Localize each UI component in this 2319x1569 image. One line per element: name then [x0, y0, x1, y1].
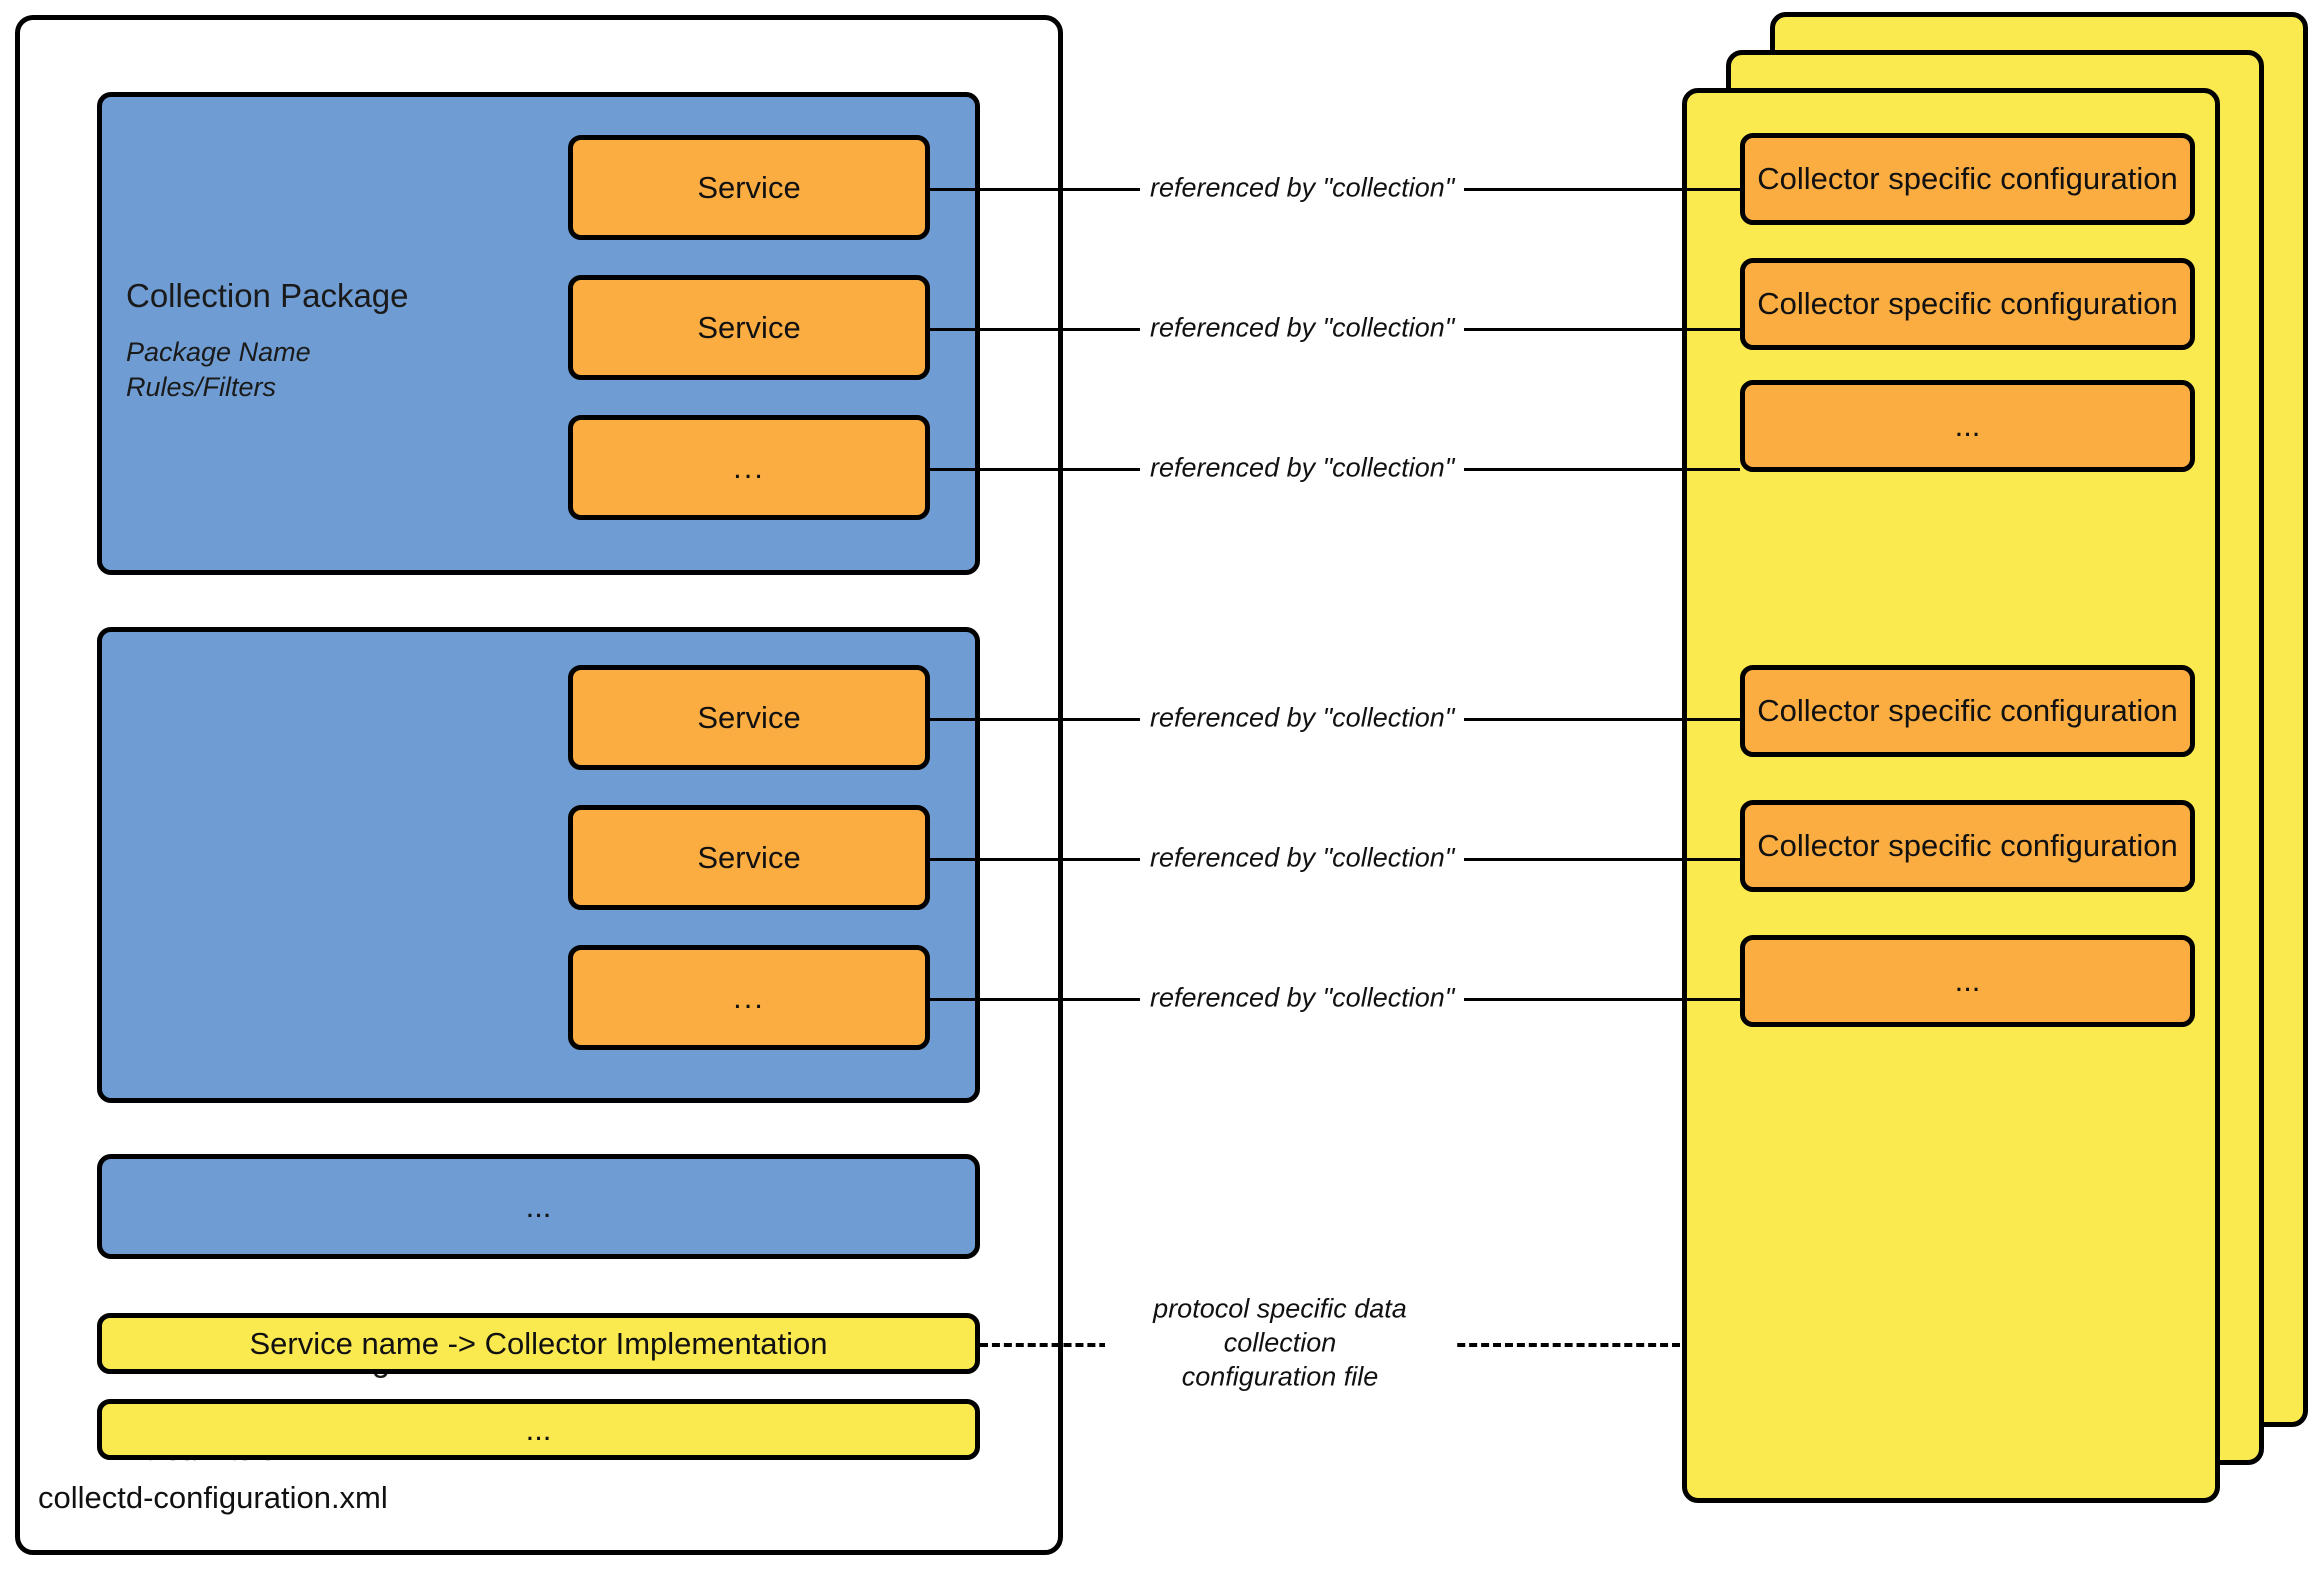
- collection-package-1-subtitle-package-name: Package Name: [126, 337, 311, 367]
- connector-label-2: referenced by "collection": [1140, 312, 1465, 344]
- service-box-1-3-ellipsis[interactable]: ...: [568, 415, 930, 520]
- connector-label-1: referenced by "collection": [1140, 172, 1465, 204]
- service-box-1-1[interactable]: Service: [568, 135, 930, 240]
- collector-config-box-6-ellipsis[interactable]: ...: [1740, 935, 2195, 1027]
- service-box-2-2[interactable]: Service: [568, 805, 930, 910]
- collection-package-ellipsis[interactable]: ...: [97, 1154, 980, 1259]
- collector-config-box-2[interactable]: Collector specific configuration: [1740, 258, 2195, 350]
- collector-config-box-3-ellipsis[interactable]: ...: [1740, 380, 2195, 472]
- collector-config-box-5[interactable]: Collector specific configuration: [1740, 800, 2195, 892]
- collector-config-box-1[interactable]: Collector specific configuration: [1740, 133, 2195, 225]
- collection-package-1-subtitle-rules-filters: Rules/Filters: [126, 372, 277, 402]
- service-name-to-collector-implementation-row[interactable]: Service name -> Collector Implementation: [97, 1313, 980, 1374]
- connector-label-protocol-file-line1: protocol specific data collection: [1153, 1293, 1407, 1358]
- service-box-2-1[interactable]: Service: [568, 665, 930, 770]
- connector-label-protocol-file-line2: configuration file: [1181, 1360, 1379, 1391]
- file-name-label: collectd-configuration.xml: [38, 1480, 388, 1515]
- service-box-1-2[interactable]: Service: [568, 275, 930, 380]
- connector-label-4: referenced by "collection": [1140, 702, 1465, 734]
- collection-package-1-title: Collection Package: [126, 277, 409, 314]
- connector-label-6: referenced by "collection": [1140, 982, 1465, 1014]
- mapping-row-ellipsis[interactable]: ...: [97, 1399, 980, 1460]
- connector-label-3: referenced by "collection": [1140, 452, 1465, 484]
- connector-label-5: referenced by "collection": [1140, 842, 1465, 874]
- service-box-2-3-ellipsis[interactable]: ...: [568, 945, 930, 1050]
- collector-config-box-4[interactable]: Collector specific configuration: [1740, 665, 2195, 757]
